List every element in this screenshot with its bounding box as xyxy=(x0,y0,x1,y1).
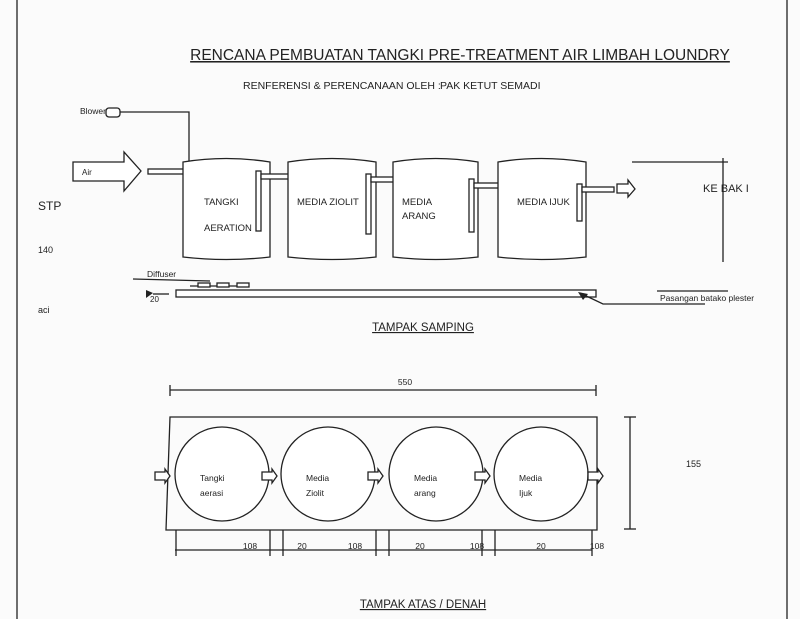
base-note: Pasangan batako plester xyxy=(660,293,754,303)
baffle xyxy=(576,183,583,222)
diffuser-label: Diffuser xyxy=(147,269,176,279)
inlet-label: Air xyxy=(82,168,92,177)
svg-text:Media: Media xyxy=(519,473,542,483)
dim-label: 108 xyxy=(470,541,484,551)
inlet-pipe xyxy=(147,168,187,175)
svg-text:aerasi: aerasi xyxy=(200,488,223,498)
side-view-heading: TAMPAK SAMPING xyxy=(372,322,474,334)
reference-label: RENFERENSI & PERENCANAAN OLEH : xyxy=(243,80,441,92)
dim-label: 20 xyxy=(297,541,307,551)
dim-label: 20 xyxy=(536,541,546,551)
baffle xyxy=(468,178,475,233)
blower-icon xyxy=(105,107,121,118)
outlet-arrow-icon xyxy=(616,178,636,199)
flow-arrow-icon xyxy=(261,466,278,486)
svg-text:ARANG: ARANG xyxy=(402,211,436,222)
flow-arrow-icon xyxy=(587,466,604,486)
svg-text:MEDIA IJUK: MEDIA IJUK xyxy=(517,197,570,208)
reference-name: PAK KETUT SEMADI xyxy=(440,80,541,92)
baffle xyxy=(255,170,262,232)
svg-text:MEDIA: MEDIA xyxy=(402,197,433,208)
dim-155: 155 xyxy=(686,459,701,469)
note-aci: aci xyxy=(38,305,50,315)
svg-text:Ziolit: Ziolit xyxy=(306,488,325,498)
tank-ziolit: MEDIA ZIOLIT xyxy=(287,157,377,261)
note-stp: STP xyxy=(38,199,61,213)
flow-arrow-icon xyxy=(154,466,171,486)
svg-text:Media: Media xyxy=(414,473,437,483)
top-outline xyxy=(165,416,598,531)
side-view: Blower Air STP 140 aci TANGKI AERATION M… xyxy=(38,106,754,334)
base-dim: 20 xyxy=(150,295,159,304)
outlet-pipe xyxy=(581,186,615,193)
flow-arrow-icon xyxy=(474,466,491,486)
tank-arang: MEDIA ARANG xyxy=(392,157,479,261)
drawing-title: RENCANA PEMBUATAN TANGKI PRE-TREATMENT A… xyxy=(190,47,730,64)
diffuser-head xyxy=(236,282,250,288)
dim-label: 108 xyxy=(348,541,362,551)
top-view: 550 155 TangkiaerasiMediaZiolitMediaaran… xyxy=(154,377,701,611)
svg-text:Tangki: Tangki xyxy=(200,473,225,483)
svg-text:Ijuk: Ijuk xyxy=(519,488,533,498)
svg-text:TANGKI: TANGKI xyxy=(204,197,239,208)
diffuser-leader xyxy=(132,278,211,282)
diffuser-head xyxy=(216,282,230,288)
dim-label: 20 xyxy=(415,541,425,551)
blower-label: Blower xyxy=(80,106,106,116)
outlet-label: KE BAK I xyxy=(703,183,749,195)
tank-arang-top: Media arang xyxy=(388,426,484,522)
dim-label: 108 xyxy=(243,541,257,551)
svg-text:MEDIA ZIOLIT: MEDIA ZIOLIT xyxy=(297,197,359,208)
tank-aeration-top: Tangki aerasi xyxy=(174,426,270,522)
tank-ijuk: MEDIA IJUK xyxy=(497,157,587,261)
diffuser-head xyxy=(197,282,211,288)
base-leader xyxy=(579,292,705,305)
top-view-heading: TAMPAK ATAS / DENAH xyxy=(360,599,486,611)
tank-aeration: TANGKI AERATION xyxy=(182,157,271,261)
base-slab xyxy=(175,289,597,298)
svg-text:AERATION: AERATION xyxy=(204,223,252,234)
flow-arrow-icon xyxy=(367,466,384,486)
dim-label: 108 xyxy=(590,541,604,551)
svg-text:Media: Media xyxy=(306,473,329,483)
dim-arrow-icon xyxy=(146,290,153,298)
dim-550: 550 xyxy=(398,377,412,387)
note-140: 140 xyxy=(38,245,53,255)
svg-text:arang: arang xyxy=(414,488,436,498)
inlet-arrow-icon xyxy=(72,150,142,193)
baffle xyxy=(365,173,372,235)
